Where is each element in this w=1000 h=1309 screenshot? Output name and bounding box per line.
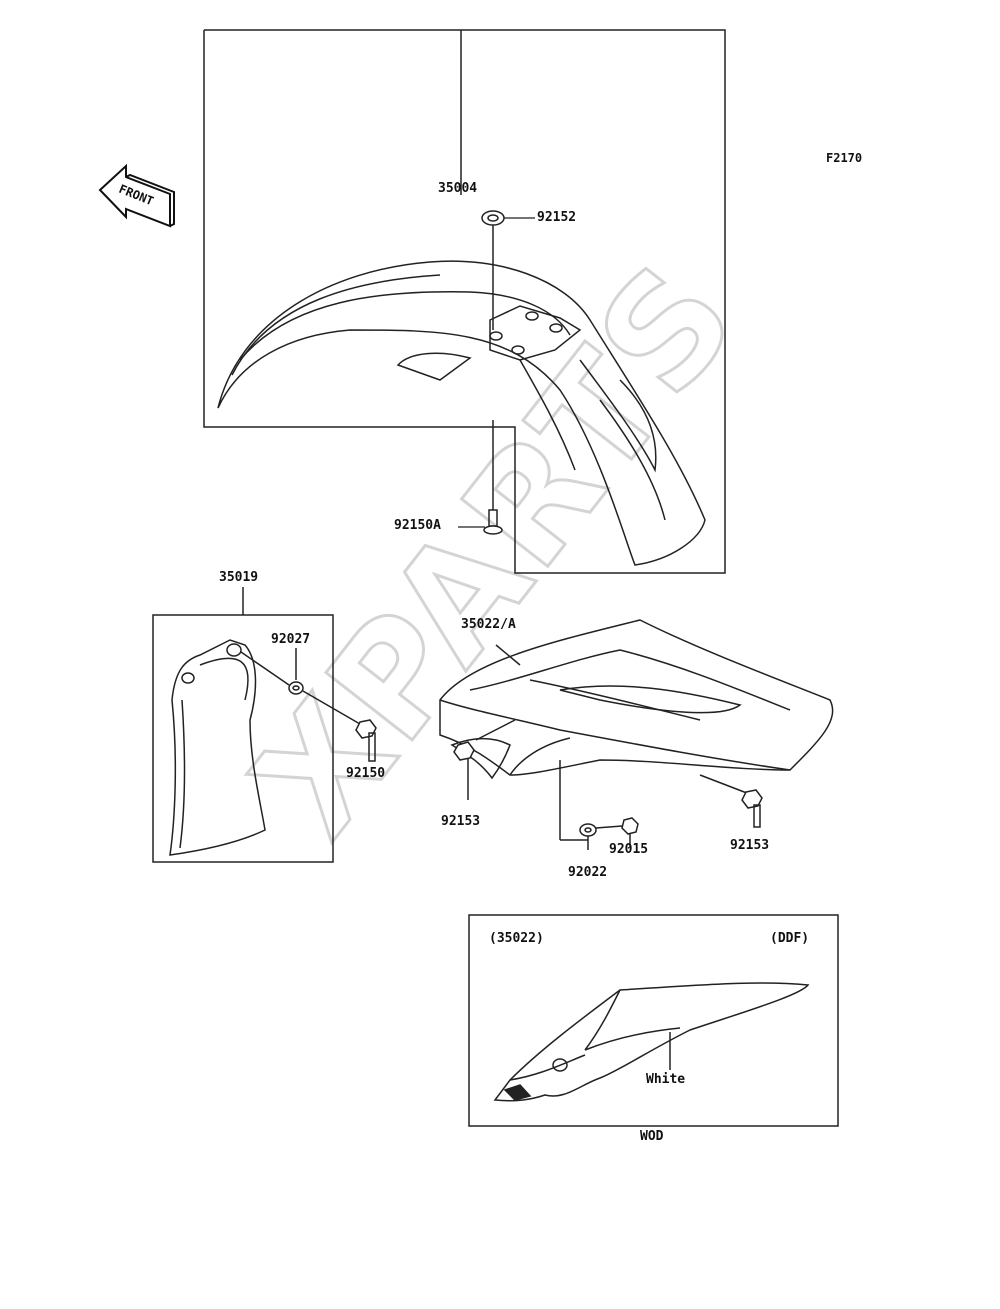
inset-color-note: White [646,1072,686,1087]
inset-rear-fender-icon [493,982,810,1102]
label-92150: 92150 [346,766,386,781]
label-92027: 92027 [271,632,311,647]
label-92150a: 92150A [394,518,441,533]
label-92153-right: 92153 [730,838,770,853]
front-arrow-icon: FRONT [98,163,175,228]
label-35004: 35004 [438,181,478,196]
figure-code: F2170 [826,151,863,165]
inset-variant-code: (DDF) [770,931,810,946]
label-92153-left: 92153 [441,814,481,829]
inset-caption: WOD [640,1129,664,1144]
label-35019: 35019 [219,570,259,585]
label-92152: 92152 [537,210,577,225]
inset-part-ref: (35022) [489,931,544,946]
fork-guard-group [152,587,334,863]
rear-fender-icon [439,619,834,850]
front-fender-icon [217,210,706,566]
fork-guard-icon [169,639,377,856]
front-fender-group [203,29,726,574]
inset-box [468,914,839,1127]
label-92015: 92015 [609,842,649,857]
label-92022: 92022 [568,865,608,880]
label-35022a: 35022/A [461,617,516,632]
